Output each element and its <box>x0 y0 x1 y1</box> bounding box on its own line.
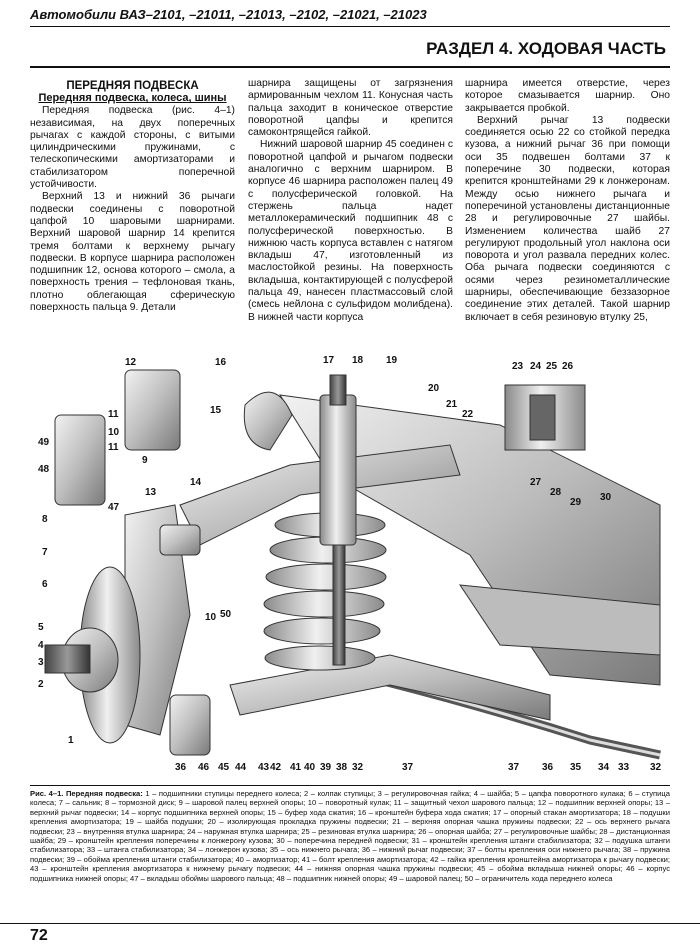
callout-label: 6 <box>42 579 48 590</box>
page-footer: 72 <box>0 923 700 951</box>
callout-label: 48 <box>38 464 50 475</box>
page-number: 72 <box>30 927 48 944</box>
section-title: РАЗДЕЛ 4. ХОДОВАЯ ЧАСТЬ <box>30 34 670 68</box>
callout-label: 5 <box>38 622 44 633</box>
callout-label: 17 <box>323 355 335 366</box>
callout-label: 38 <box>336 762 348 773</box>
callout-label: 45 <box>218 762 230 773</box>
callout-label: 44 <box>235 762 247 773</box>
paragraph: Передняя подвеска (рис. 4–1) независимая… <box>30 105 235 191</box>
callout-label: 28 <box>550 487 562 498</box>
callout-label: 7 <box>42 547 48 558</box>
callout-label: 35 <box>570 762 582 773</box>
callout-label: 12 <box>125 357 137 368</box>
callout-label: 4 <box>38 640 44 651</box>
callout-label: 9 <box>142 455 148 466</box>
callout-label: 11 <box>108 409 119 420</box>
callout-label: 36 <box>175 762 187 773</box>
figure-caption: Рис. 4–1. Передняя подвеска: 1 – подшипн… <box>30 785 670 883</box>
callout-label: 3 <box>38 657 44 668</box>
callout-label: 32 <box>352 762 364 773</box>
callout-label: 15 <box>210 405 222 416</box>
callout-label: 24 <box>530 361 542 372</box>
callout-label: 49 <box>38 437 50 448</box>
callout-label: 22 <box>462 409 474 420</box>
callout-label: 34 <box>598 762 610 773</box>
text-column-2: шарнира защищены от загрязнения армирова… <box>248 78 453 324</box>
paragraph: Верхний рычаг 13 подвески соединяется ос… <box>465 114 670 323</box>
callout-label: 20 <box>428 383 440 394</box>
callout-label: 10 <box>108 427 120 438</box>
callout-label: 36 <box>542 762 554 773</box>
caption-label: Рис. 4–1. Передняя подвеска: <box>30 789 143 798</box>
paragraph: шарнира защищены от загрязнения армирова… <box>248 78 453 139</box>
callout-label: 21 <box>446 399 458 410</box>
caption-text: 1 – подшипники ступицы переднего колеса;… <box>30 789 670 883</box>
callout-label: 11 <box>108 442 119 453</box>
callout-label: 43 <box>258 762 270 773</box>
subsection-heading: Передняя подвеска, колеса, шины <box>38 92 227 105</box>
callout-label: 10 <box>205 612 217 623</box>
callout-label: 40 <box>304 762 316 773</box>
text-column-3: шарнира имеется отверстие, через которое… <box>465 78 670 324</box>
paragraph: шарнира имеется отверстие, через которое… <box>465 78 670 114</box>
text-column-1: ПЕРЕДНЯЯ ПОДВЕСКА Передняя подвеска, кол… <box>30 80 235 314</box>
callout-label: 47 <box>108 502 120 513</box>
callout-label: 1 <box>68 735 74 746</box>
callout-label: 42 <box>270 762 282 773</box>
callout-label: 23 <box>512 361 524 372</box>
callout-label: 19 <box>386 355 398 366</box>
callout-label: 8 <box>42 514 48 525</box>
callout-label: 37 <box>508 762 520 773</box>
callout-label: 13 <box>145 487 157 498</box>
callout-label: 46 <box>198 762 210 773</box>
callout-label: 14 <box>190 477 202 488</box>
callout-label: 18 <box>352 355 364 366</box>
callout-label: 29 <box>570 497 582 508</box>
section-heading: ПЕРЕДНЯЯ ПОДВЕСКА <box>66 80 199 92</box>
callout-label: 39 <box>320 762 332 773</box>
running-head: Автомобили ВАЗ–2101, –21011, –21013, –21… <box>30 6 670 27</box>
callout-label: 37 <box>402 762 414 773</box>
callout-label: 2 <box>38 679 44 690</box>
paragraph: Нижний шаровой шарнир 45 соединен с пово… <box>248 139 453 323</box>
callout-label: 16 <box>215 357 227 368</box>
paragraph: Верхний 13 и нижний 36 рычаги подвески с… <box>30 191 235 314</box>
callout-label: 41 <box>290 762 302 773</box>
callout-label: 27 <box>530 477 542 488</box>
callout-label: 33 <box>618 762 630 773</box>
callout-label: 50 <box>220 609 232 620</box>
callout-label: 26 <box>562 361 574 372</box>
callout-label: 32 <box>650 762 662 773</box>
callout-label: 30 <box>600 492 612 503</box>
callout-label: 25 <box>546 361 558 372</box>
